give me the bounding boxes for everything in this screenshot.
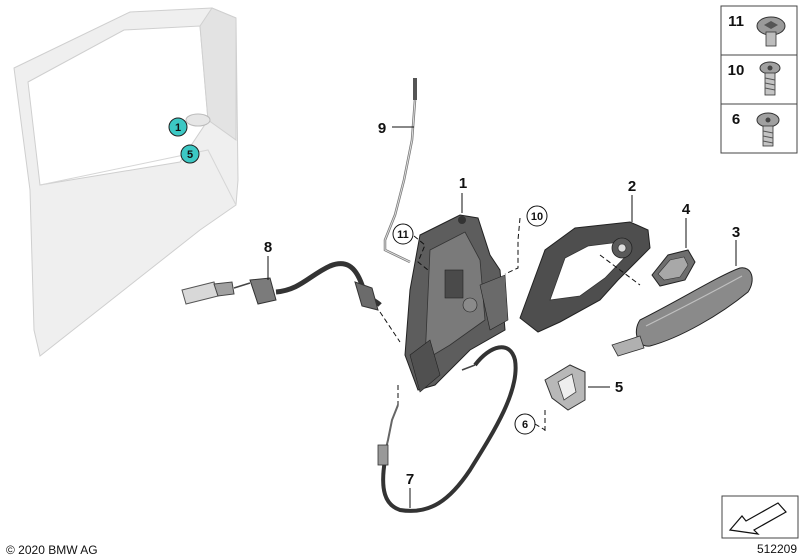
circled-ref-11: 11	[392, 223, 414, 245]
round-head-screw-icon	[756, 16, 786, 47]
part-9-rod	[383, 78, 417, 264]
diagram-id: 512209	[757, 542, 797, 556]
fastener-legend: 11 10 6	[720, 5, 798, 154]
part-3-door-handle	[611, 267, 753, 357]
door-marker-5-label: 5	[187, 149, 193, 161]
door-marker-5: 5	[180, 144, 200, 164]
part-label-9: 9	[378, 120, 386, 137]
leader-lines	[267, 126, 737, 508]
circled-ref-10-label: 10	[531, 211, 543, 223]
part-label-1: 1	[459, 175, 467, 192]
part-label-7: 7	[406, 471, 414, 488]
part-label-3: 3	[732, 224, 740, 241]
part-8-cable	[181, 261, 401, 343]
legend-number-10: 10	[728, 62, 745, 79]
door-marker-1: 1	[168, 117, 188, 137]
part-4-cap	[651, 249, 696, 287]
circled-ref-11-label: 11	[397, 229, 409, 241]
circled-ref-10: 10	[526, 205, 548, 227]
part-5-striker	[544, 364, 586, 432]
circled-ref-6: 6	[514, 413, 536, 435]
part-1-door-lock	[404, 214, 509, 393]
part-label-4: 4	[682, 201, 691, 218]
torx-screw-icon	[759, 61, 781, 96]
part-label-5: 5	[615, 379, 623, 396]
part-label-8: 8	[264, 239, 272, 256]
torx-screw-icon	[756, 112, 780, 147]
orientation-arrow-box	[721, 495, 799, 539]
legend-number-11: 11	[728, 13, 744, 30]
part-7-cable	[377, 345, 518, 513]
door-marker-1-label: 1	[175, 122, 181, 134]
part-label-2: 2	[628, 178, 636, 195]
copyright-text: © 2020 BMW AG	[6, 543, 98, 557]
part-2-handle-bracket	[519, 221, 651, 333]
legend-number-6: 6	[732, 111, 740, 128]
circled-ref-6-label: 6	[522, 419, 528, 431]
rear-door-illustration	[13, 7, 239, 357]
